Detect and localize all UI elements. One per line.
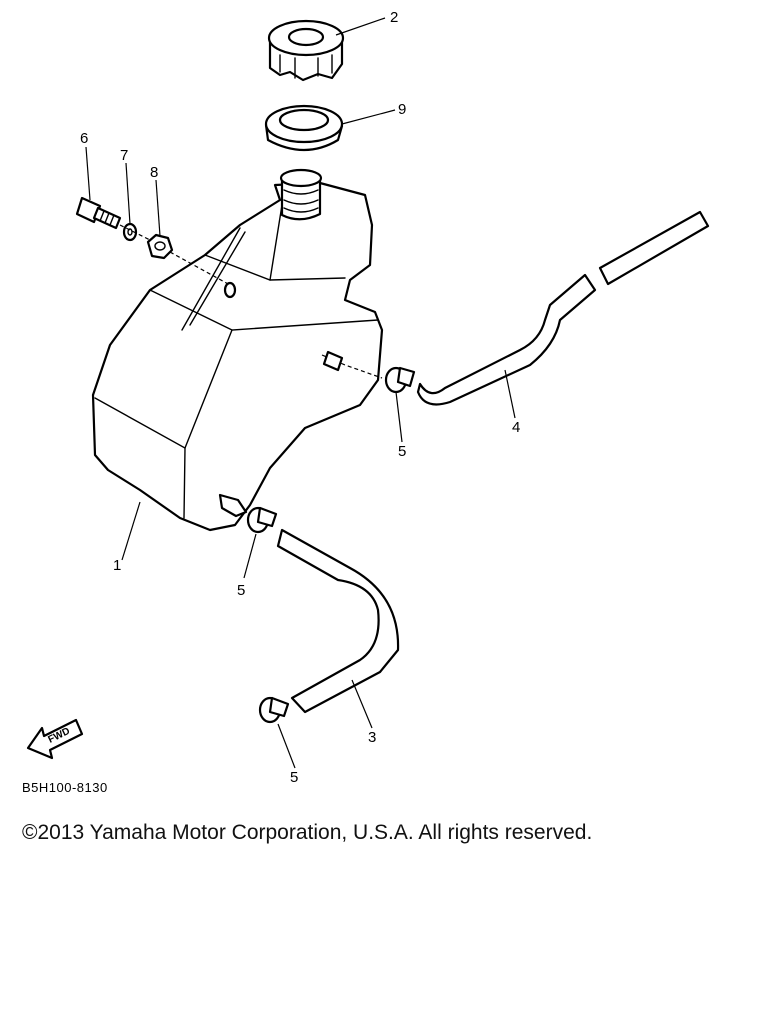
callout-3: 3 bbox=[368, 729, 376, 746]
callout-5-upper: 5 bbox=[398, 443, 406, 460]
hose-clamp-middle bbox=[246, 506, 278, 534]
fuel-cap bbox=[267, 19, 345, 82]
callout-7: 7 bbox=[120, 147, 128, 164]
callout-1: 1 bbox=[113, 557, 121, 574]
leader-4 bbox=[504, 369, 516, 419]
callout-4: 4 bbox=[512, 419, 520, 436]
cap-seal bbox=[264, 104, 344, 151]
leader-3 bbox=[351, 679, 373, 729]
hose-clamp-upper bbox=[384, 366, 416, 394]
callout-2: 2 bbox=[390, 9, 398, 26]
diagram-code: B5H100-8130 bbox=[22, 780, 108, 795]
leader-7 bbox=[125, 162, 131, 225]
callout-6: 6 bbox=[80, 130, 88, 147]
grommet bbox=[146, 233, 174, 260]
leader-1 bbox=[121, 501, 141, 561]
leader-9 bbox=[341, 109, 396, 125]
callout-8: 8 bbox=[150, 164, 158, 181]
fuel-outlet-fitting bbox=[218, 493, 248, 518]
bolt bbox=[75, 196, 122, 230]
fuel-hose bbox=[276, 528, 400, 714]
copyright-notice: ©2013 Yamaha Motor Corporation, U.S.A. A… bbox=[22, 821, 593, 844]
breather-hose bbox=[416, 210, 710, 406]
callout-5-middle: 5 bbox=[237, 582, 245, 599]
hose-clamp-lower bbox=[258, 696, 290, 724]
leader-5c bbox=[277, 723, 296, 769]
leader-5b bbox=[243, 533, 257, 579]
leader-6 bbox=[85, 146, 91, 201]
assembly-line-bolt bbox=[119, 224, 231, 286]
callout-5-lower: 5 bbox=[290, 769, 298, 786]
fwd-arrow-icon: FWD bbox=[26, 718, 84, 760]
leader-8 bbox=[155, 179, 161, 237]
filler-neck bbox=[279, 168, 323, 221]
leader-5a bbox=[395, 391, 403, 443]
leader-2 bbox=[335, 17, 386, 36]
callout-9: 9 bbox=[398, 101, 406, 118]
vent-fitting bbox=[322, 350, 344, 372]
fuel-tank-exploded-diagram: 1 2 3 4 5 5 5 6 7 8 9 FWD bbox=[26, 9, 710, 786]
